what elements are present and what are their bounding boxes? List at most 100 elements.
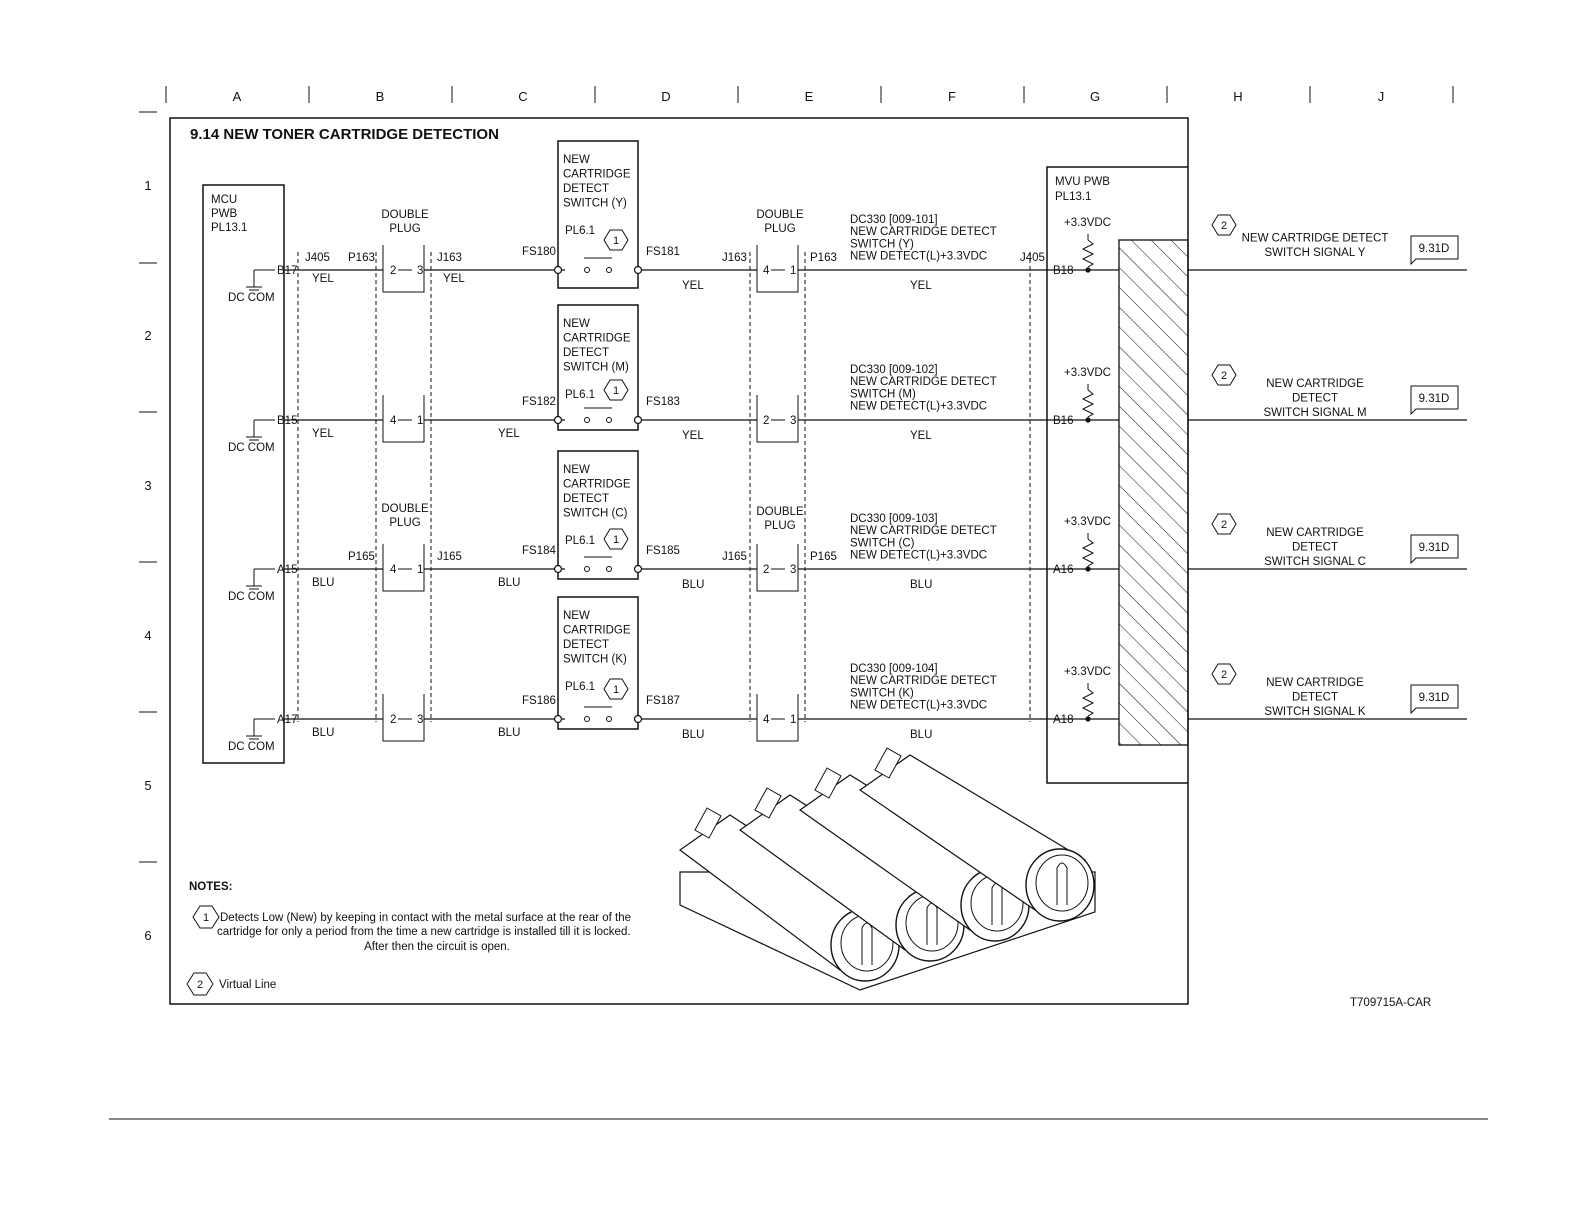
column-grid: A B C D E F G H J: [165, 86, 1454, 104]
connector-label: J405: [305, 252, 330, 264]
note-2-text: Virtual Line: [219, 979, 276, 991]
part-location: PL6.1: [565, 681, 595, 693]
mcu-pin: A15: [277, 564, 297, 576]
mcu-pin: A17: [277, 714, 297, 726]
col-label: C: [518, 89, 527, 104]
note-marker: 2: [197, 979, 203, 991]
dc-com-label: DC COM: [228, 741, 275, 753]
page-ref: 9.31D: [1419, 542, 1450, 554]
switch-label: DETECT: [563, 347, 609, 359]
svg-text:PLUG: PLUG: [764, 520, 795, 532]
wire-color: BLU: [910, 579, 932, 591]
connector-label: J163: [437, 252, 462, 264]
wire-color: YEL: [910, 430, 932, 442]
notes-section: NOTES: 1 Detects Low (New) by keeping in…: [186, 881, 631, 996]
dc330-code: SWITCH (Y): [850, 238, 914, 250]
switch-label: NEW: [563, 318, 590, 330]
svg-text:PL13.1: PL13.1: [211, 222, 247, 234]
svg-text:PWB: PWB: [211, 208, 238, 220]
mcu-pin: B15: [277, 415, 297, 427]
svg-text:DOUBLE: DOUBLE: [381, 503, 429, 515]
wire-color: BLU: [498, 577, 520, 589]
col-label: G: [1090, 89, 1100, 104]
svg-text:PLUG: PLUG: [389, 517, 420, 529]
mvu-pin: A16: [1053, 564, 1073, 576]
wire-color: BLU: [682, 729, 704, 741]
connector-label: P165: [348, 551, 375, 563]
fuse-label: FS186: [522, 695, 556, 707]
mvu-pin: B18: [1053, 265, 1073, 277]
dc330-code: SWITCH (M): [850, 388, 916, 400]
switch-label: CARTRIDGE: [563, 333, 631, 345]
wire-color: BLU: [312, 577, 334, 589]
note-marker: 1: [613, 684, 619, 696]
toner-cartridge: [858, 747, 1095, 922]
page-ref: 9.31D: [1419, 692, 1450, 704]
plug-pin: 2: [763, 564, 769, 576]
switch-label: DETECT: [563, 493, 609, 505]
col-label: F: [948, 89, 956, 104]
plug-pin: 2: [763, 415, 769, 427]
part-location: PL6.1: [565, 225, 595, 237]
plug-pin: 4: [763, 265, 770, 277]
mcu-pin: B17: [277, 265, 297, 277]
switch-label: SWITCH (C): [563, 508, 628, 520]
signal-label: SWITCH SIGNAL M: [1263, 407, 1366, 419]
switch-label: DETECT: [563, 639, 609, 651]
wire-color: BLU: [910, 729, 932, 741]
row-label: 5: [144, 778, 151, 793]
note-marker: 1: [203, 912, 209, 924]
note-marker: 2: [1221, 370, 1227, 382]
signal-label: SWITCH SIGNAL K: [1264, 706, 1365, 718]
connector-label: J163: [722, 252, 747, 264]
wire-color: YEL: [498, 428, 520, 440]
note-1-line: cartridge for only a period from the tim…: [217, 926, 631, 938]
hatched-block: [1118, 239, 1189, 746]
page-ref: 9.31D: [1419, 393, 1450, 405]
dc330-code: NEW DETECT(L)+3.3VDC: [850, 550, 987, 562]
connector-label: P165: [810, 551, 837, 563]
plug-pin: 3: [790, 415, 796, 427]
svg-text:PL13.1: PL13.1: [1055, 191, 1091, 203]
svg-text:MCU: MCU: [211, 194, 237, 206]
toner-cartridge-illustration: [678, 747, 1096, 991]
fuse-label: FS187: [646, 695, 680, 707]
col-label: E: [805, 89, 814, 104]
plug-pin: 3: [790, 564, 796, 576]
toner-cartridge: [738, 787, 965, 962]
dc-com-label: DC COM: [228, 591, 275, 603]
dc-com-label: DC COM: [228, 292, 275, 304]
fuse-label: FS183: [646, 396, 680, 408]
wire-color: BLU: [498, 727, 520, 739]
col-label: J: [1378, 89, 1385, 104]
signal-label: NEW CARTRIDGE: [1266, 378, 1364, 390]
wire-color: YEL: [443, 273, 465, 285]
plug-pin: 4: [390, 564, 397, 576]
signal-label: SWITCH SIGNAL C: [1264, 556, 1366, 568]
dc330-code: DC330 [009-103]: [850, 513, 938, 525]
signal-label: SWITCH SIGNAL Y: [1265, 247, 1366, 259]
plug-pin: 3: [417, 714, 423, 726]
vdc-label: +3.3VDC: [1064, 217, 1111, 229]
note-marker: 1: [613, 385, 619, 397]
dc330-code: NEW CARTRIDGE DETECT: [850, 226, 997, 238]
row-label: 3: [144, 478, 151, 493]
signal-label: NEW CARTRIDGE: [1266, 677, 1364, 689]
signal-label: DETECT: [1292, 393, 1338, 405]
note-marker: 2: [1221, 519, 1227, 531]
wire-color: YEL: [312, 428, 334, 440]
page-title: 9.14 NEW TONER CARTRIDGE DETECTION: [190, 126, 499, 143]
plug-pin: 2: [390, 714, 396, 726]
switch-label: DETECT: [563, 183, 609, 195]
plug-pin: 1: [417, 564, 423, 576]
row-grid: 1 2 3 4 5 6: [139, 111, 157, 943]
plug-pin: 1: [790, 714, 796, 726]
plug-pin: 4: [390, 415, 397, 427]
svg-text:MVU PWB: MVU PWB: [1055, 176, 1110, 188]
plug-pin: 1: [790, 265, 796, 277]
col-label: H: [1233, 89, 1242, 104]
switch-label: SWITCH (K): [563, 654, 627, 666]
